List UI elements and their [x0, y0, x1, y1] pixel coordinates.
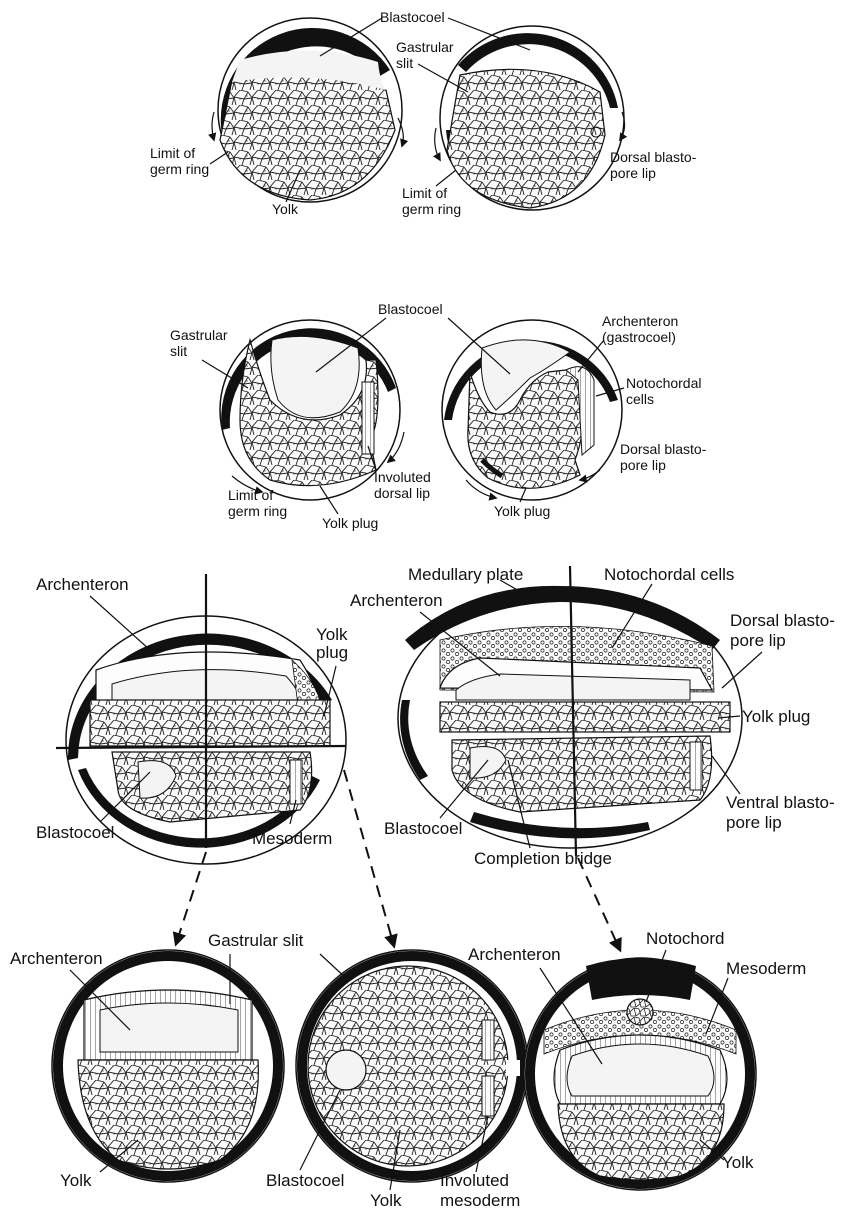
stage1-left-embryo — [218, 18, 402, 202]
d3-archenteron-right-label: Archenteron — [350, 591, 443, 610]
d2-yolk-plug-right-label: Yolk plug — [494, 503, 550, 519]
cross-section-2 — [296, 950, 528, 1182]
d2-notochordal-label-1: Notochordal — [626, 375, 702, 391]
d2-blastocoel-label: Blastocoel — [378, 301, 443, 317]
d3-medullary-plate-label: Medullary plate — [408, 565, 523, 584]
d2-involuted-label-1: Involuted — [374, 469, 431, 485]
d1-limit-left-label-2: germ ring — [150, 161, 209, 177]
d3-completion-bridge-label: Completion bridge — [474, 849, 612, 868]
d2-limit-label-2: germ ring — [228, 503, 287, 519]
d3-yolk-plug-right-label: Yolk plug — [742, 707, 810, 726]
d1-limit-right-label-1: Limit of — [402, 185, 447, 201]
d1-gastrular-slit-label-1: Gastrular — [396, 39, 454, 55]
d2-dorsal-lip-label-1: Dorsal blasto- — [620, 441, 707, 457]
d3-dorsal-lip-label-2: pore lip — [730, 631, 786, 650]
stage2-left-embryo — [220, 320, 400, 500]
d2-gastrular-slit-label-2: slit — [170, 343, 187, 359]
d2-archenteron-label-1: Archenteron — [602, 313, 678, 329]
cross-section-1 — [52, 950, 284, 1182]
d4-blastocoel-label: Blastocoel — [266, 1171, 344, 1190]
d2-archenteron-label-2: (gastrocoel) — [602, 329, 676, 345]
d4-yolk-right-label: Yolk — [722, 1153, 754, 1172]
d1-dorsal-lip-label-1: Dorsal blasto- — [610, 149, 697, 165]
d3-blastocoel-right-label: Blastocoel — [384, 819, 462, 838]
d4-yolk-mid-label: Yolk — [370, 1191, 402, 1210]
d1-yolk-label: Yolk — [272, 201, 299, 217]
d2-involuted-label-2: dorsal lip — [374, 485, 430, 501]
d2-dorsal-lip-label-2: pore lip — [620, 457, 666, 473]
d3-ventral-lip-label-1: Ventral blasto- — [726, 793, 835, 812]
d1-dorsal-lip-label-2: pore lip — [610, 165, 656, 181]
d3-mesoderm-label: Mesoderm — [252, 829, 332, 848]
d1-limit-right-label-2: germ ring — [402, 201, 461, 217]
d1-gastrular-slit-label-2: slit — [396, 55, 413, 71]
d3-blastocoel-label: Blastocoel — [36, 823, 114, 842]
d3-archenteron-label: Archenteron — [36, 575, 129, 594]
d4-involuted-label-2: mesoderm — [440, 1191, 520, 1210]
stage1-right-embryo — [440, 26, 624, 210]
d3-yolk-plug-label-2: plug — [316, 643, 348, 662]
d4-involuted-label-1: Involuted — [440, 1171, 509, 1190]
d2-limit-label-1: Limit of — [228, 487, 273, 503]
d2-yolk-plug-left-label: Yolk plug — [322, 515, 378, 531]
d4-archenteron-left-label: Archenteron — [10, 949, 103, 968]
d4-yolk-left-label: Yolk — [60, 1171, 92, 1190]
d2-notochordal-label-2: cells — [626, 391, 654, 407]
d3-dorsal-lip-label-1: Dorsal blasto- — [730, 611, 835, 630]
d1-blastocoel-label: Blastocoel — [380, 9, 445, 25]
d4-archenteron-right-label: Archenteron — [468, 945, 561, 964]
d3-notochordal-cells-label: Notochordal cells — [604, 565, 734, 584]
d2-gastrular-slit-label-1: Gastrular — [170, 327, 228, 343]
d4-notochord-label: Notochord — [646, 929, 724, 948]
stage3-right-embryo — [398, 586, 742, 848]
d3-ventral-lip-label-2: pore lip — [726, 813, 782, 832]
d4-mesoderm-label: Mesoderm — [726, 959, 806, 978]
d4-gastrular-slit-label: Gastrular slit — [208, 931, 304, 950]
d1-limit-left-label-1: Limit of — [150, 145, 195, 161]
d3-yolk-plug-label-1: Yolk — [316, 625, 348, 644]
